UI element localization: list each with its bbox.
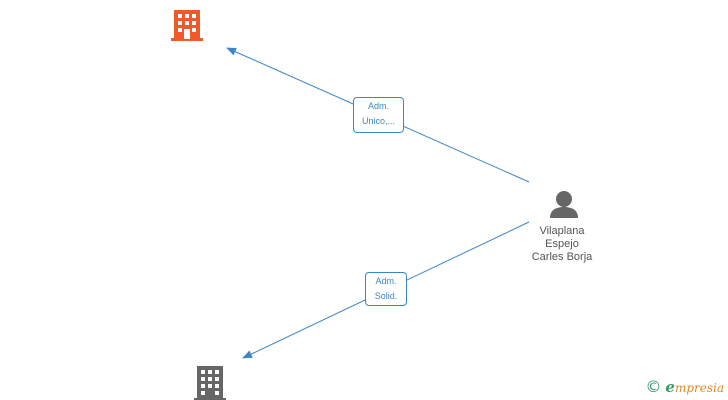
copyright-symbol: ©: [645, 377, 662, 396]
person-name-line: Carles Borja: [531, 251, 593, 263]
edge-label-line: Adm.: [375, 276, 397, 286]
brand-logo: empresia: [665, 378, 724, 396]
edge-label-adm-solid[interactable]: Adm. Solid.: [365, 272, 407, 306]
person-name[interactable]: Vilaplana Espejo Carles Borja: [507, 225, 617, 264]
building-icon[interactable]: [171, 10, 203, 41]
brand-initial: e: [665, 378, 675, 396]
person-name-line: Vilaplana: [539, 225, 585, 237]
edge-label-line: Adm.: [367, 101, 389, 111]
person-name-line: Espejo: [545, 238, 579, 250]
brand-watermark: © empresia: [645, 378, 724, 396]
edge-label-line: Solid.: [374, 291, 398, 301]
brand-name: mpresia: [674, 381, 724, 395]
edge-label-line: Unico,...: [361, 116, 395, 126]
person-icon[interactable]: [550, 191, 578, 218]
edge-label-adm-unico[interactable]: Adm. Unico,...: [353, 97, 404, 133]
building-icon[interactable]: [194, 366, 226, 400]
